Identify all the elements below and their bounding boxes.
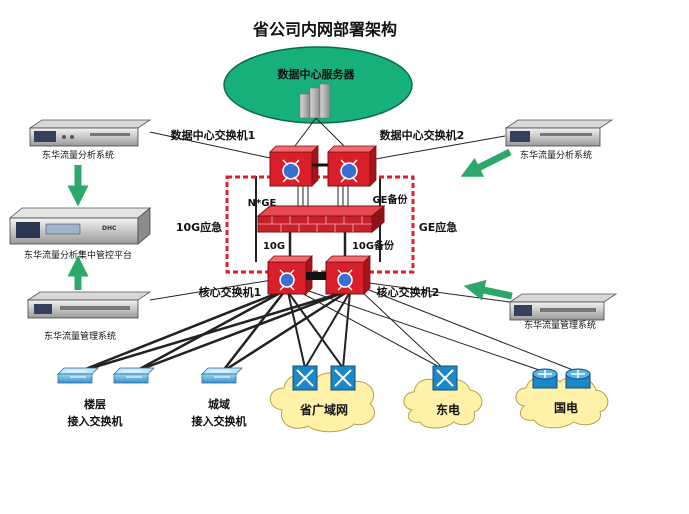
central-platform-appliance-icon: DHC (8, 207, 152, 245)
link-nxge-label: N*GE (248, 198, 277, 209)
link-ge-backup-top-label: GE备份 (372, 193, 408, 206)
analysis-left-label: 东华流量分析系统 (42, 149, 114, 161)
central-platform-label: 东华流量分析集中管控平台 (24, 249, 132, 261)
mgmt-appliance-left-icon (26, 291, 152, 319)
core-switch-1-icon[interactable] (267, 255, 313, 295)
access-switch-icon-3 (201, 367, 243, 384)
core-switch-1-label: 核心交换机1 (199, 285, 262, 299)
dongdian-cloud (403, 378, 483, 429)
datacenter-label: 数据中心服务器 (278, 67, 356, 81)
analysis-right-label: 东华流量分析系统 (520, 149, 592, 161)
router-icon (292, 365, 318, 391)
link-10g-backup-label: 10G备份 (352, 239, 395, 252)
server-rack-icon (299, 83, 331, 119)
link-10g-emergency-label: 10G应急 (176, 220, 222, 234)
dc-switch-2-icon[interactable] (327, 145, 377, 187)
city-access-label-1: 城域 (208, 397, 230, 411)
mgmt-left-label: 东华流量管理系统 (44, 330, 116, 342)
page-title: 省公司内网部署架构 (252, 20, 397, 39)
dc-switch-2-label: 数据中心交换机2 (380, 128, 465, 142)
router-cylinder-icon (532, 368, 558, 389)
router-icon-3 (432, 365, 458, 391)
dc-switch-1-icon[interactable] (269, 145, 319, 187)
floor-access-label-2: 接入交换机 (68, 414, 123, 428)
city-access-label-2: 接入交换机 (192, 414, 247, 428)
province-wan-label: 省广域网 (299, 402, 348, 417)
guodian-cloud (515, 375, 609, 429)
core-switch-2-icon[interactable] (325, 255, 371, 295)
link-10g-label: 10G (263, 241, 285, 252)
arrow-left-icon-2 (463, 279, 513, 301)
router-icon-2 (330, 365, 356, 391)
mgmt-appliance-right-icon (508, 293, 618, 321)
analysis-appliance-right-icon (504, 119, 614, 147)
guodian-label: 国电 (554, 400, 578, 415)
core-switch-interlink (306, 272, 326, 280)
firewall-icon (256, 204, 386, 234)
connection-lines (77, 117, 579, 374)
floor-access-label-1: 楼层 (84, 397, 106, 411)
access-switch-icon-2 (113, 367, 155, 384)
dongdian-label: 东电 (436, 402, 460, 417)
dc-switch-1-label: 数据中心交换机1 (171, 128, 256, 142)
mgmt-right-label: 东华流量管理系统 (524, 319, 596, 331)
access-switch-icon (57, 367, 99, 384)
arrow-left-icon (460, 148, 512, 177)
analysis-appliance-left-icon (28, 119, 152, 147)
device-brand: DHC (102, 225, 117, 232)
router-cylinder-icon-2 (565, 368, 591, 389)
link-ge-emergency-label: GE应急 (419, 220, 458, 234)
core-switch-2-label: 核心交换机2 (377, 285, 440, 299)
datacenter-cloud: 数据中心服务器 (223, 46, 413, 124)
redundancy-zone-box (225, 175, 415, 274)
